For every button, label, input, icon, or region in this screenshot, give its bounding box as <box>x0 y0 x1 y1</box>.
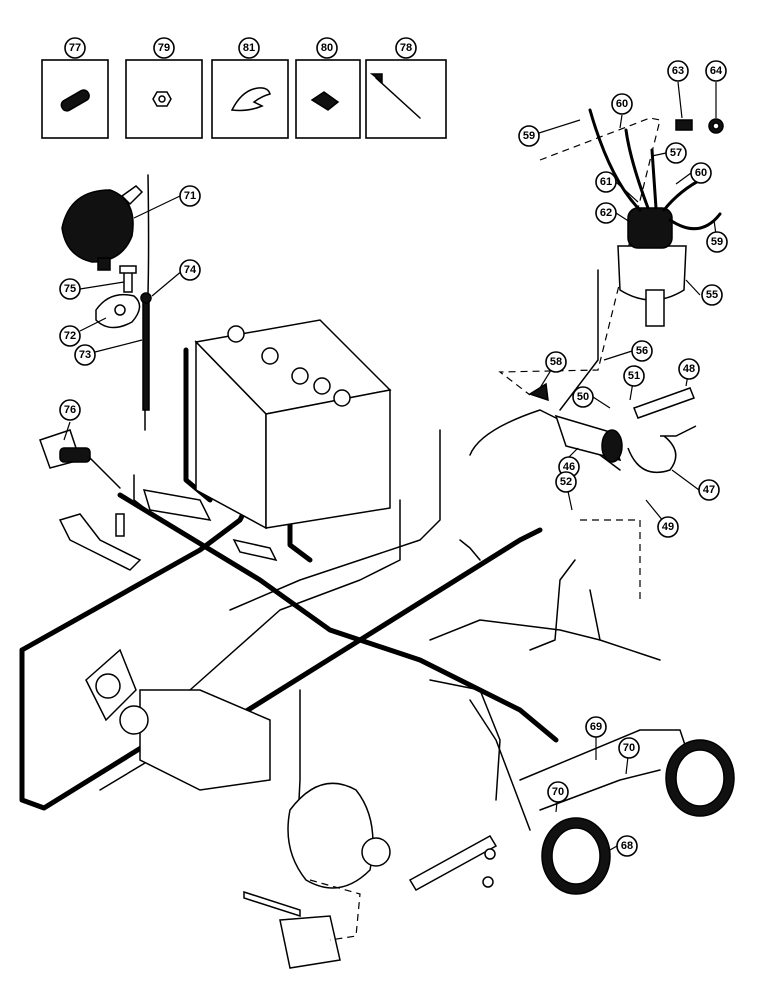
callout-59-right: 59 <box>706 231 728 253</box>
bracket-bolt <box>119 265 137 293</box>
svg-text:71: 71 <box>184 190 196 202</box>
svg-text:72: 72 <box>64 330 76 342</box>
callout-63: 63 <box>667 60 689 82</box>
svg-text:52: 52 <box>560 476 572 488</box>
callout-47: 47 <box>698 479 720 501</box>
callout-74: 74 <box>179 259 201 281</box>
svg-text:59: 59 <box>711 236 723 248</box>
svg-text:73: 73 <box>79 349 91 361</box>
alternator <box>287 782 391 889</box>
callout-56: 56 <box>631 340 653 362</box>
distributor-dashed-outline <box>498 117 661 396</box>
svg-text:81: 81 <box>243 42 255 54</box>
callout-70-left: 70 <box>547 781 569 803</box>
callout-71: 71 <box>179 185 201 207</box>
svg-text:57: 57 <box>670 147 682 159</box>
strap-48 <box>633 387 695 419</box>
callout-81: 81 <box>238 37 260 59</box>
battery <box>194 319 392 530</box>
callout-75: 75 <box>59 278 81 300</box>
inset-box-80 <box>295 59 361 139</box>
headlight <box>61 185 144 271</box>
svg-text:51: 51 <box>628 370 640 382</box>
svg-text:46: 46 <box>563 461 575 473</box>
svg-text:50: 50 <box>577 391 589 403</box>
svg-text:80: 80 <box>321 42 333 54</box>
callout-59-top: 59 <box>518 125 540 147</box>
svg-text:77: 77 <box>69 42 81 54</box>
callout-72: 72 <box>59 325 81 347</box>
svg-text:49: 49 <box>662 521 674 533</box>
callout-62: 62 <box>595 202 617 224</box>
starter-gasket <box>85 648 137 722</box>
svg-text:60: 60 <box>695 167 707 179</box>
callout-69: 69 <box>585 716 607 738</box>
callout-55: 55 <box>701 284 723 306</box>
callout-80: 80 <box>316 37 338 59</box>
callout-51: 51 <box>623 365 645 387</box>
svg-text:59: 59 <box>523 130 535 142</box>
callout-57: 57 <box>665 142 687 164</box>
svg-text:63: 63 <box>672 65 684 77</box>
inset-box-79 <box>125 59 203 139</box>
callout-76: 76 <box>59 399 81 421</box>
inset-box-78 <box>365 59 447 139</box>
rear-lamp-right <box>665 739 735 817</box>
callout-48: 48 <box>678 358 700 380</box>
svg-text:56: 56 <box>636 345 648 357</box>
svg-text:64: 64 <box>710 65 723 77</box>
svg-text:79: 79 <box>158 42 170 54</box>
callout-64: 64 <box>705 60 727 82</box>
svg-text:70: 70 <box>552 786 564 798</box>
callout-70-right: 70 <box>618 737 640 759</box>
battery-hold-down <box>58 489 278 571</box>
distributor <box>617 207 687 327</box>
callout-68: 68 <box>616 835 638 857</box>
svg-text:70: 70 <box>623 742 635 754</box>
svg-text:55: 55 <box>706 289 718 301</box>
callout-61: 61 <box>595 171 617 193</box>
alternator-bracket <box>243 879 361 969</box>
coil-dashed-outline <box>580 519 641 600</box>
svg-text:76: 76 <box>64 404 76 416</box>
callout-50: 50 <box>572 386 594 408</box>
svg-text:61: 61 <box>600 176 612 188</box>
callout-79: 79 <box>153 37 175 59</box>
boot-58 <box>528 382 549 402</box>
rear-lamp-left <box>541 817 611 895</box>
callout-60-right: 60 <box>690 162 712 184</box>
headlight-bracket <box>95 293 141 329</box>
coil-clamp <box>627 425 697 474</box>
callout-60-top: 60 <box>611 93 633 115</box>
svg-text:58: 58 <box>550 356 562 368</box>
sensor-63 <box>675 119 693 131</box>
lamp-wire <box>140 292 152 411</box>
inset-box-77 <box>41 59 109 139</box>
light-switch <box>39 429 121 489</box>
ignition-coil <box>554 414 623 463</box>
starter-motor <box>119 689 271 791</box>
svg-text:68: 68 <box>621 840 633 852</box>
adjusting-strap <box>408 834 498 892</box>
callout-52: 52 <box>555 471 577 493</box>
svg-text:75: 75 <box>64 283 76 295</box>
washer-64 <box>708 118 724 134</box>
svg-text:48: 48 <box>683 363 695 375</box>
svg-text:47: 47 <box>703 484 715 496</box>
svg-text:62: 62 <box>600 207 612 219</box>
svg-text:74: 74 <box>184 264 197 276</box>
plug-wires <box>588 108 722 231</box>
callout-78: 78 <box>395 37 417 59</box>
svg-text:60: 60 <box>616 98 628 110</box>
callout-49: 49 <box>657 516 679 538</box>
callout-58: 58 <box>545 351 567 373</box>
inset-box-81 <box>211 59 289 139</box>
svg-text:69: 69 <box>590 721 602 733</box>
callout-77: 77 <box>64 37 86 59</box>
svg-text:78: 78 <box>400 42 412 54</box>
callout-73: 73 <box>74 344 96 366</box>
